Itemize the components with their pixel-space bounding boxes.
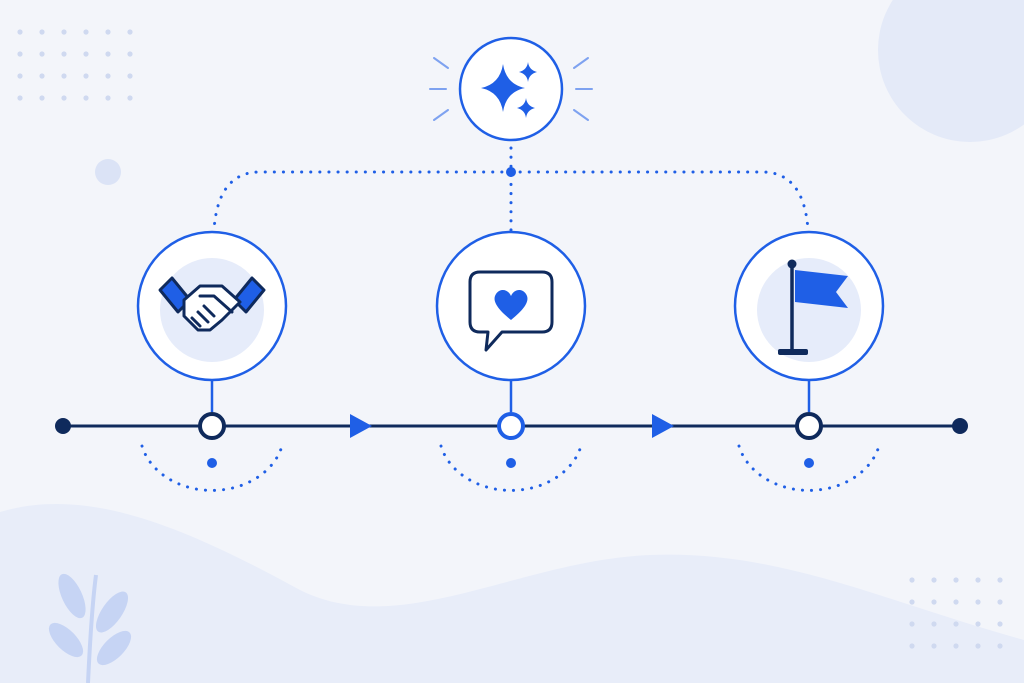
top-node bbox=[429, 36, 593, 142]
decor-dot bbox=[997, 621, 1003, 627]
decor-dot bbox=[975, 577, 981, 583]
decor-dot bbox=[975, 621, 981, 627]
milestone-1-node bbox=[198, 412, 226, 440]
decor-dot bbox=[105, 29, 111, 35]
decor-dot bbox=[997, 643, 1003, 649]
decor-dot bbox=[83, 95, 89, 101]
decor-dot bbox=[953, 599, 959, 605]
flag-icon bbox=[778, 259, 848, 355]
decor-dot bbox=[61, 29, 67, 35]
decor-dot bbox=[909, 577, 915, 583]
milestone-3 bbox=[733, 230, 885, 492]
milestone-1-arc bbox=[140, 444, 284, 492]
dotted-connectors bbox=[212, 146, 810, 232]
decor-dot bbox=[39, 73, 45, 79]
bottom-wave-blob bbox=[0, 503, 1024, 683]
small-decor-dot bbox=[95, 159, 121, 185]
decor-dot bbox=[105, 95, 111, 101]
decor-dot bbox=[975, 643, 981, 649]
decor-dot bbox=[39, 95, 45, 101]
milestone-2-node bbox=[497, 412, 525, 440]
decor-dot bbox=[127, 29, 133, 35]
decor-dot bbox=[61, 95, 67, 101]
connector-top-to-left bbox=[212, 170, 513, 232]
milestone-2-arc bbox=[439, 444, 583, 492]
decor-dot bbox=[17, 29, 23, 35]
decor-dot bbox=[83, 73, 89, 79]
sparkles-icon bbox=[481, 62, 537, 118]
chat-heart-icon bbox=[468, 270, 554, 352]
decor-dot bbox=[17, 51, 23, 57]
decor-dot bbox=[953, 643, 959, 649]
decor-dot bbox=[931, 643, 937, 649]
decor-dot bbox=[997, 577, 1003, 583]
decor-dot bbox=[61, 73, 67, 79]
leaf-plant bbox=[48, 573, 132, 683]
decor-dot bbox=[909, 643, 915, 649]
decor-dot bbox=[953, 621, 959, 627]
decor-dot bbox=[39, 29, 45, 35]
decor-dot bbox=[83, 51, 89, 57]
decor-dot bbox=[127, 73, 133, 79]
milestone-3-node bbox=[795, 412, 823, 440]
timeline-end-dot bbox=[952, 418, 968, 434]
decor-dot bbox=[17, 73, 23, 79]
connector-top-to-right bbox=[509, 170, 810, 232]
decor-dot bbox=[931, 599, 937, 605]
milestone-2 bbox=[435, 230, 587, 492]
sparkle-rays bbox=[429, 57, 593, 121]
decor-dot bbox=[997, 599, 1003, 605]
milestone-1 bbox=[136, 230, 288, 492]
decor-dot bbox=[39, 51, 45, 57]
milestone-2-dot bbox=[506, 458, 516, 468]
top-right-blob bbox=[878, 0, 1024, 142]
decor-dot bbox=[909, 621, 915, 627]
handshake-icon bbox=[158, 276, 266, 332]
decor-dot bbox=[127, 95, 133, 101]
decor-dot bbox=[83, 29, 89, 35]
decor-dot bbox=[17, 95, 23, 101]
timeline-start-dot bbox=[55, 418, 71, 434]
decor-dot bbox=[105, 51, 111, 57]
decor-dot bbox=[953, 577, 959, 583]
decor-dot bbox=[127, 51, 133, 57]
decor-dot bbox=[931, 621, 937, 627]
timeline-arrow-2 bbox=[652, 414, 674, 438]
decor-dot bbox=[975, 599, 981, 605]
milestone-1-dot bbox=[207, 458, 217, 468]
decor-dot bbox=[931, 577, 937, 583]
decor-dot bbox=[61, 51, 67, 57]
dot-grid-bottom-right bbox=[909, 577, 1003, 649]
connector-junction-dot bbox=[506, 167, 516, 177]
milestone-3-arc bbox=[737, 444, 881, 492]
decor-dot bbox=[909, 599, 915, 605]
decor-dot bbox=[105, 73, 111, 79]
timeline-arrow-1 bbox=[350, 414, 372, 438]
milestone-3-dot bbox=[804, 458, 814, 468]
dot-grid-top-left bbox=[17, 29, 133, 101]
